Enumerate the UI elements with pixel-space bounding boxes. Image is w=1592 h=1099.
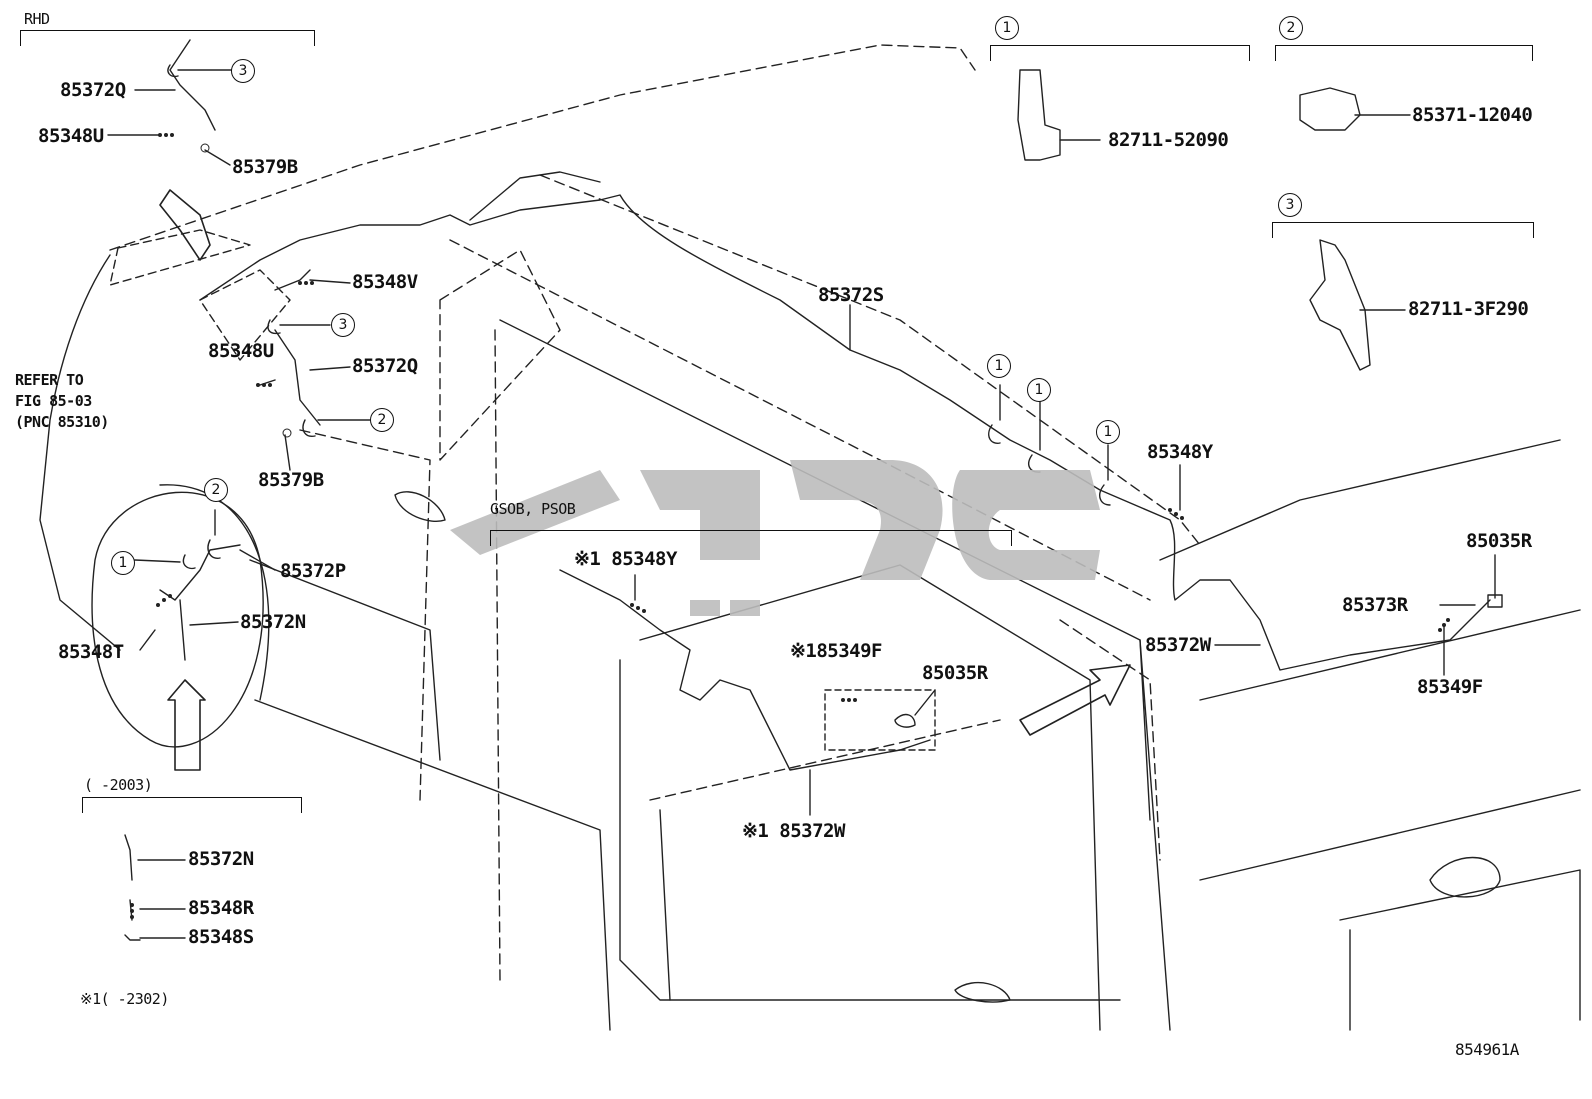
part-85348U-mid[interactable]: 85348U: [208, 340, 274, 362]
part-85348Y[interactable]: 85348Y: [1147, 441, 1213, 463]
rhd-label: RHD: [24, 10, 50, 28]
callout-3-header: 3: [1278, 193, 1302, 217]
part-85379B-mid[interactable]: 85379B: [258, 469, 324, 491]
part-85349F-x1[interactable]: ※185349F: [790, 640, 883, 662]
bracket-82711-52090: [1017, 69, 1061, 161]
arrow-up-right: [1019, 664, 1131, 736]
refer-line1: REFER TO: [15, 371, 84, 389]
watermark: [450, 460, 1100, 616]
figure-id: 854961A: [1455, 1040, 1519, 1059]
part-85035R-right[interactable]: 85035R: [1466, 530, 1532, 552]
part-85348V[interactable]: 85348V: [352, 271, 418, 293]
part-85372W[interactable]: 85372W: [1145, 634, 1211, 656]
part-85372Q-top[interactable]: 85372Q: [60, 79, 126, 101]
part-82711-52090[interactable]: 82711-52090: [1108, 129, 1229, 151]
part-85035R-mid[interactable]: 85035R: [922, 662, 988, 684]
refer-line3: (PNC 85310): [15, 413, 109, 431]
inset3-bracket: [1272, 222, 1534, 238]
callout-1-wheel: 1: [111, 551, 135, 575]
door-handle: [394, 491, 446, 522]
inset2-bracket: [1275, 45, 1533, 61]
rhd-bracket: [20, 30, 315, 46]
part-85372S[interactable]: 85372S: [818, 284, 884, 306]
part-85372P[interactable]: 85372P: [280, 560, 346, 582]
callout-2-mid: 2: [370, 408, 394, 432]
refer-line2: FIG 85-03: [15, 392, 92, 410]
range-2003-label: ( -2003): [84, 776, 153, 794]
clip-85371-12040: [1299, 87, 1361, 131]
part-85348R[interactable]: 85348R: [188, 897, 254, 919]
part-85373R[interactable]: 85373R: [1342, 594, 1408, 616]
part-85348Y-x1[interactable]: ※1 85348Y: [574, 548, 677, 570]
part-85379B-top[interactable]: 85379B: [232, 156, 298, 178]
callout-3-top: 3: [231, 59, 255, 83]
part-85372N-box[interactable]: 85372N: [188, 848, 254, 870]
part-85372N[interactable]: 85372N: [240, 611, 306, 633]
part-85371-12040[interactable]: 85371-12040: [1412, 104, 1533, 126]
callout-1-roof-b: 1: [1027, 378, 1051, 402]
callout-2-header: 2: [1279, 16, 1303, 40]
gsob-label: GSOB, PSOB: [490, 500, 576, 518]
arrow-down: [159, 189, 211, 261]
part-85349F[interactable]: 85349F: [1417, 676, 1483, 698]
roof-outline: [109, 44, 976, 251]
callout-1-roof-c: 1: [1096, 420, 1120, 444]
front-body-outline: [39, 254, 121, 651]
footnote-label: ※1( -2302): [80, 990, 169, 1008]
rear-body-outline: [1159, 439, 1561, 561]
part-85372Q-mid[interactable]: 85372Q: [352, 355, 418, 377]
part-82711-3F290[interactable]: 82711-3F290: [1408, 298, 1529, 320]
part-85372W-x1[interactable]: ※1 85372W: [742, 820, 845, 842]
part-85348U-top[interactable]: 85348U: [38, 125, 104, 147]
arrow-up: [167, 679, 206, 771]
gsob-bracket: [490, 530, 1012, 546]
callout-1-roof-a: 1: [987, 354, 1011, 378]
bracket-82711-3F290: [1309, 239, 1371, 371]
callout-1-header: 1: [995, 16, 1019, 40]
inset1-bracket: [990, 45, 1250, 61]
range-2003-bracket: [82, 797, 302, 813]
part-85348S[interactable]: 85348S: [188, 926, 254, 948]
callout-2-wheel: 2: [204, 478, 228, 502]
callout-3-mid: 3: [331, 313, 355, 337]
front-wheel: [91, 491, 264, 748]
part-85348T[interactable]: 85348T: [58, 641, 124, 663]
washer-hose-roof: [199, 194, 1491, 671]
